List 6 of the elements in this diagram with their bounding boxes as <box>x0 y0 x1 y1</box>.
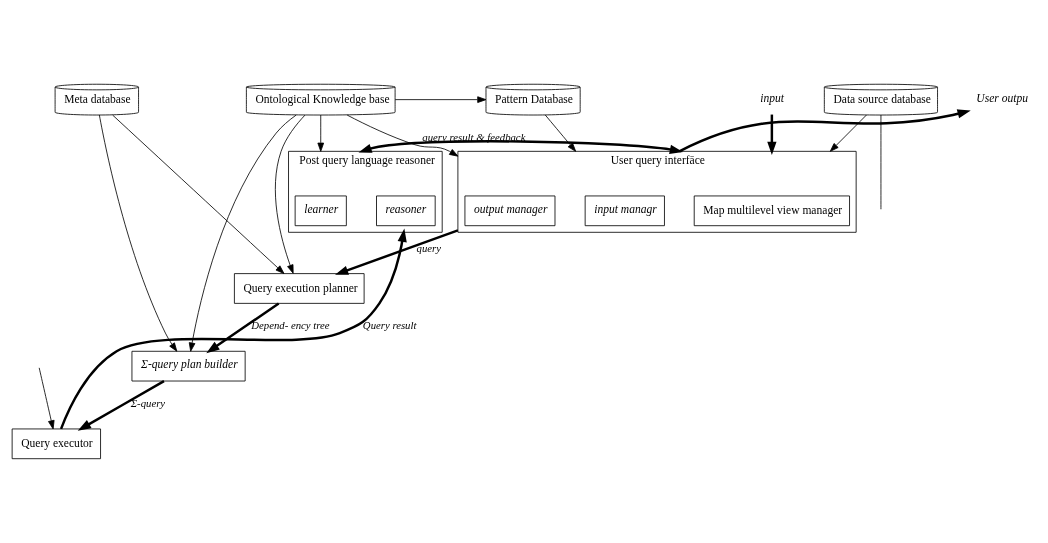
edge-label: Depend- ency tree <box>251 319 330 332</box>
edge-label: Query result <box>362 319 417 332</box>
edge-label: query <box>416 241 442 254</box>
node-text: User outpu <box>976 91 1029 105</box>
edge-label: Σ-query <box>130 396 166 409</box>
node-text: input <box>760 91 785 105</box>
